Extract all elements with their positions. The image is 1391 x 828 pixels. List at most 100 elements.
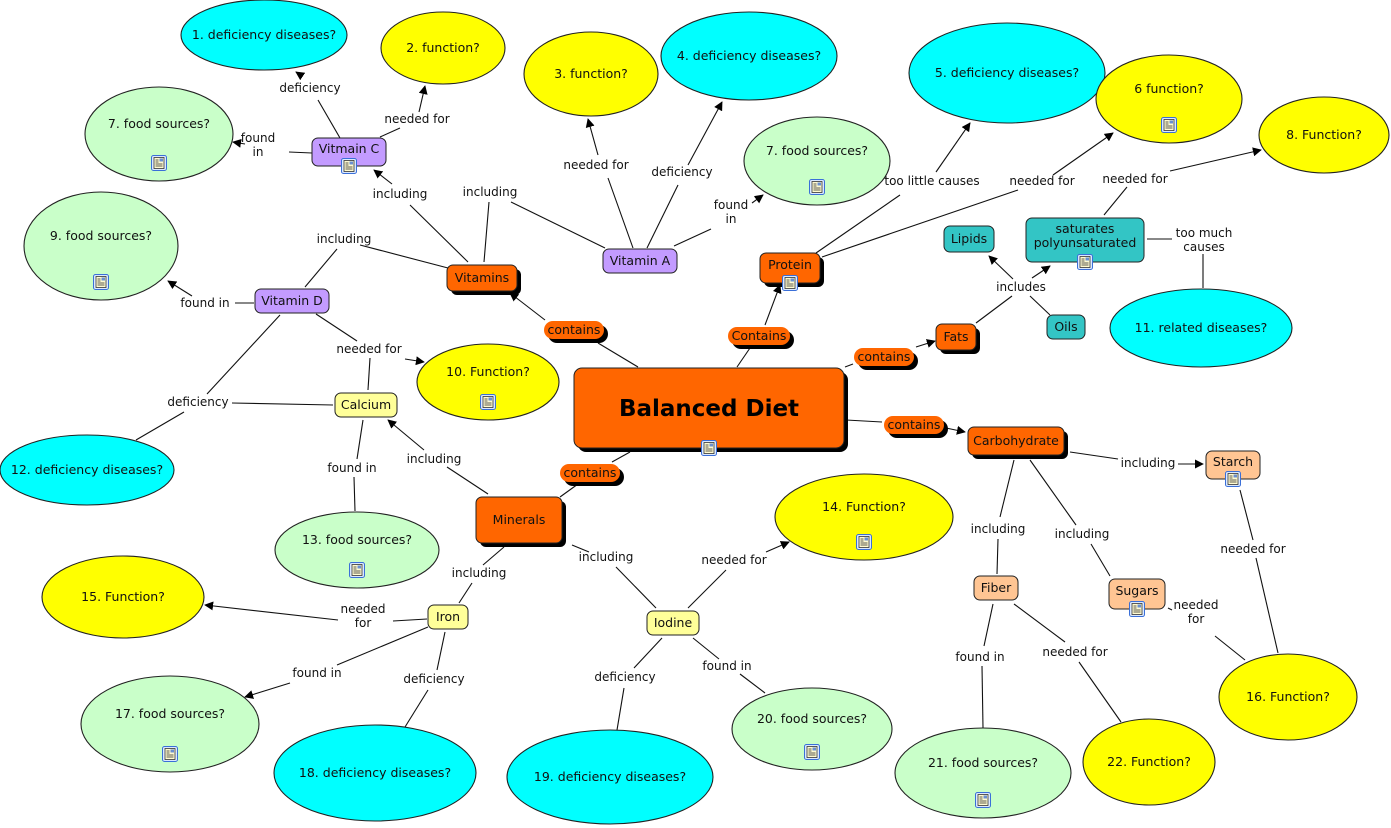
connector-lines bbox=[135, 71, 1279, 731]
node-q6[interactable]: 6 function? bbox=[1095, 54, 1243, 144]
node-label: 7. food sources? bbox=[108, 116, 210, 131]
node-c5[interactable]: contains bbox=[560, 464, 624, 486]
line bbox=[483, 201, 490, 263]
node-label-line: Sugars bbox=[1115, 583, 1158, 598]
node-lipids[interactable]: Lipids bbox=[943, 225, 995, 253]
document-icon[interactable] bbox=[349, 562, 365, 578]
node-label: 9. food sources? bbox=[50, 228, 152, 243]
node-q9[interactable]: 9. food sources? bbox=[23, 191, 179, 301]
node-sugars[interactable]: Sugars bbox=[1108, 578, 1166, 617]
node-q14[interactable]: 14. Function? bbox=[774, 473, 954, 561]
arrow bbox=[244, 682, 291, 699]
document-icon[interactable] bbox=[782, 275, 798, 291]
node-label: Contains bbox=[732, 328, 787, 343]
node-label-line: contains bbox=[564, 465, 617, 480]
line bbox=[436, 631, 446, 671]
node-fats[interactable]: Fats bbox=[935, 323, 980, 354]
arrow bbox=[585, 118, 599, 156]
node-label: 11. related diseases? bbox=[1135, 320, 1268, 335]
line bbox=[510, 201, 606, 249]
document-icon[interactable] bbox=[341, 158, 357, 174]
node-vita[interactable]: Vitamin A bbox=[602, 248, 678, 274]
node-vitc[interactable]: Vitmain C bbox=[311, 137, 387, 174]
node-q15[interactable]: 15. Function? bbox=[41, 555, 205, 639]
node-label-line: Oils bbox=[1054, 319, 1077, 334]
document-icon[interactable] bbox=[804, 744, 820, 760]
node-q2[interactable]: 2. function? bbox=[380, 11, 506, 85]
node-q10[interactable]: 10. Function? bbox=[416, 343, 560, 421]
node-q17[interactable]: 17. food sources? bbox=[80, 675, 260, 773]
link-label-text: including bbox=[971, 522, 1026, 536]
node-q8[interactable]: 8. Function? bbox=[1258, 96, 1390, 174]
node-q7a[interactable]: 7. food sources? bbox=[84, 86, 234, 182]
node-protein[interactable]: Protein bbox=[759, 252, 824, 291]
pill-box bbox=[884, 416, 944, 434]
node-vitd[interactable]: Vitamin D bbox=[254, 288, 330, 314]
document-icon[interactable] bbox=[1225, 471, 1241, 487]
line bbox=[1029, 295, 1051, 316]
document-icon[interactable] bbox=[93, 274, 109, 290]
node-q7b[interactable]: 7. food sources? bbox=[743, 116, 891, 206]
node-c1[interactable]: contains bbox=[544, 321, 608, 343]
node-q4[interactable]: 4. deficiency diseases? bbox=[660, 11, 838, 101]
link-label-l_iron_found: found in bbox=[292, 666, 341, 680]
node-c3[interactable]: contains bbox=[854, 348, 918, 370]
document-icon[interactable] bbox=[162, 746, 178, 762]
node-label-line: 2. function? bbox=[406, 40, 480, 55]
node-q20[interactable]: 20. food sources? bbox=[731, 687, 893, 771]
link-label-line: deficiency bbox=[403, 672, 464, 686]
node-q12[interactable]: 12. deficiency diseases? bbox=[0, 434, 175, 506]
node-vitamins[interactable]: Vitamins bbox=[446, 264, 521, 295]
link-label-text: including bbox=[317, 232, 372, 246]
link-label-text: needed for bbox=[1102, 172, 1167, 186]
link-label-l_vitd_found: found in bbox=[180, 296, 229, 310]
node-q1[interactable]: 1. deficiency diseases? bbox=[180, 0, 348, 71]
link-label-line: deficiency bbox=[279, 81, 340, 95]
node-q16[interactable]: 16. Function? bbox=[1218, 653, 1358, 741]
node-label: 16. Function? bbox=[1246, 689, 1330, 704]
node-label: Protein bbox=[768, 257, 812, 272]
node-q19[interactable]: 19. deficiency diseases? bbox=[506, 729, 714, 825]
node-label-line: 7. food sources? bbox=[108, 116, 210, 131]
node-q21[interactable]: 21. food sources? bbox=[894, 727, 1072, 819]
link-label-line: including bbox=[463, 185, 518, 199]
node-q11[interactable]: 11. related diseases? bbox=[1109, 288, 1293, 368]
node-calcium[interactable]: Calcium bbox=[334, 392, 398, 418]
disease-oval bbox=[180, 0, 348, 71]
document-icon[interactable] bbox=[1129, 601, 1145, 617]
document-icon[interactable] bbox=[809, 179, 825, 195]
node-starch[interactable]: Starch bbox=[1205, 450, 1261, 487]
node-minerals[interactable]: Minerals bbox=[475, 496, 566, 547]
node-q18[interactable]: 18. deficiency diseases? bbox=[273, 724, 477, 822]
node-label-line: 5. deficiency diseases? bbox=[935, 65, 1079, 80]
document-icon[interactable] bbox=[151, 155, 167, 171]
node-c4[interactable]: contains bbox=[884, 416, 948, 438]
document-icon[interactable] bbox=[975, 792, 991, 808]
node-q3[interactable]: 3. function? bbox=[523, 31, 659, 117]
node-fiber[interactable]: Fiber bbox=[973, 575, 1019, 601]
document-icon[interactable] bbox=[1077, 254, 1093, 270]
node-q13[interactable]: 13. food sources? bbox=[274, 511, 440, 589]
node-oils[interactable]: Oils bbox=[1046, 314, 1086, 340]
node-iodine[interactable]: Iodine bbox=[646, 610, 700, 636]
document-icon[interactable] bbox=[856, 534, 872, 550]
node-c2[interactable]: Contains bbox=[728, 327, 794, 349]
document-icon[interactable] bbox=[1161, 117, 1177, 133]
node-carb[interactable]: Carbohydrate bbox=[967, 426, 1068, 459]
node-label: Fats bbox=[943, 329, 968, 344]
line bbox=[135, 411, 185, 441]
line bbox=[1090, 543, 1111, 577]
node-balanced[interactable]: Balanced Diet bbox=[573, 367, 848, 456]
arrow bbox=[167, 280, 193, 297]
node-iron[interactable]: Iron bbox=[427, 604, 469, 630]
node-label-line: 6 function? bbox=[1134, 81, 1204, 96]
line bbox=[356, 419, 364, 460]
node-q5[interactable]: 5. deficiency diseases? bbox=[908, 22, 1106, 124]
node-q22[interactable]: 22. Function? bbox=[1082, 718, 1216, 806]
document-icon[interactable] bbox=[701, 440, 717, 456]
document-icon[interactable] bbox=[480, 394, 496, 410]
line bbox=[975, 295, 1013, 324]
